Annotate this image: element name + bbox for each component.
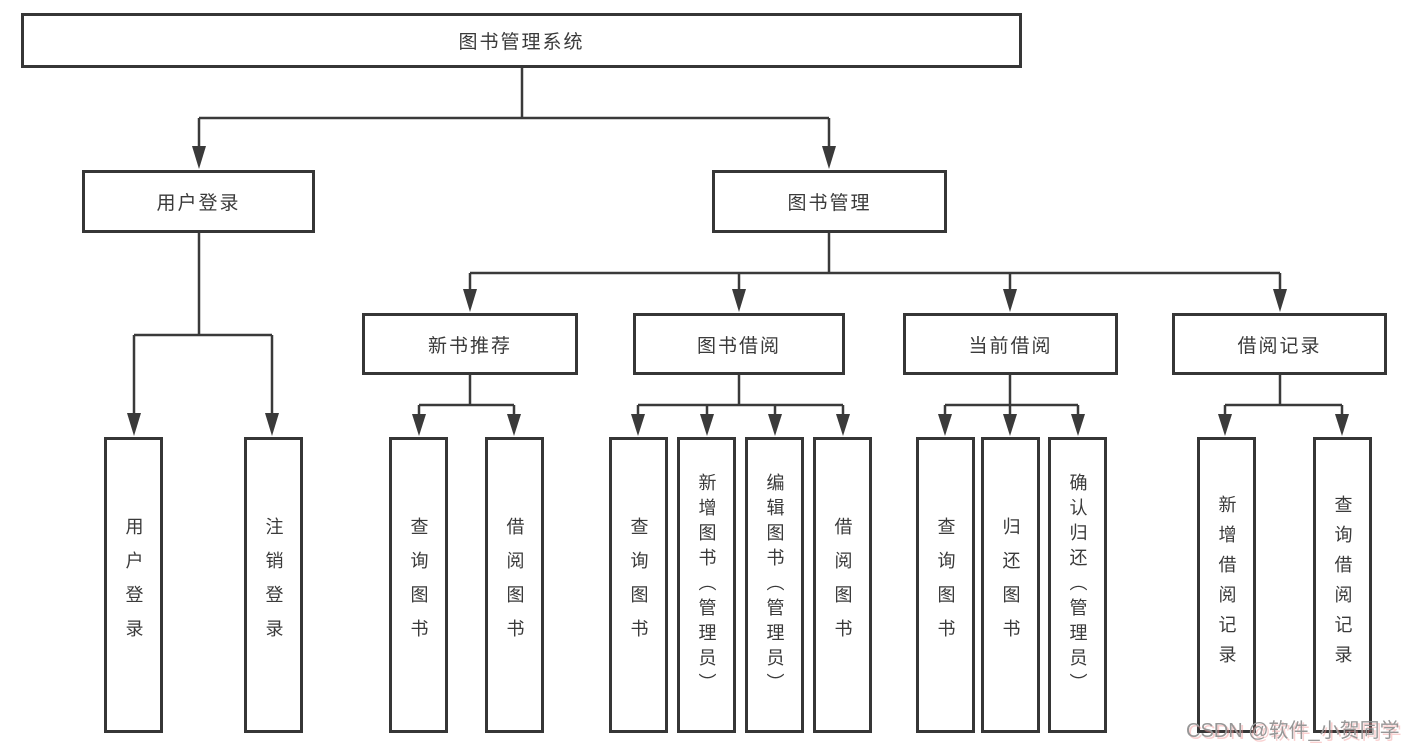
arrow-down-icon (265, 413, 279, 436)
arrow-down-icon (412, 414, 426, 436)
node-borrowing-records: 借阅记录 (1172, 313, 1387, 375)
leaf-newbooks-borrow-books: 借阅图书 (485, 437, 544, 733)
arrow-down-icon (1273, 289, 1287, 312)
leaf-edit-books-admin: 编辑图书（管理员） (745, 437, 804, 733)
csdn-watermark: CSDN @软件_小贺同学 (1186, 720, 1400, 742)
leaf-borrow-borrow-books: 借阅图书 (813, 437, 872, 733)
arrow-down-icon (1003, 414, 1017, 436)
leaf-borrow-query-books: 查询图书 (609, 437, 668, 733)
connector-currentborrow-to-leaves (938, 375, 1085, 436)
leaf-current-query-books: 查询图书 (916, 437, 975, 733)
arrow-down-icon (700, 414, 714, 436)
node-book-borrowing: 图书借阅 (633, 313, 845, 375)
leaf-logout: 注销登录 (244, 437, 303, 733)
node-new-book-recommendation: 新书推荐 (362, 313, 578, 375)
node-library-management-system: 图书管理系统 (21, 13, 1022, 68)
connector-bookborrow-to-leaves (631, 375, 850, 436)
connector-bookmgmt-to-level3 (463, 233, 1287, 312)
arrow-down-icon (1071, 414, 1085, 436)
arrow-down-icon (1335, 414, 1349, 436)
arrow-down-icon (732, 289, 746, 312)
arrow-down-icon (822, 146, 836, 169)
node-book-management: 图书管理 (712, 170, 947, 233)
connector-root-to-level2 (192, 68, 836, 169)
leaf-add-books-admin: 新增图书（管理员） (677, 437, 736, 733)
connector-userlogin-to-leaves (127, 233, 279, 436)
arrow-down-icon (836, 414, 850, 436)
node-current-borrowing: 当前借阅 (903, 313, 1118, 375)
connector-records-to-leaves (1218, 375, 1349, 436)
leaf-confirm-return-admin: 确认归还（管理员） (1048, 437, 1107, 733)
connector-newbooks-to-leaves (412, 375, 521, 436)
arrow-down-icon (1218, 414, 1232, 436)
arrow-down-icon (192, 146, 206, 169)
arrow-down-icon (507, 414, 521, 436)
leaf-add-borrow-record: 新增借阅记录 (1197, 437, 1256, 733)
arrow-down-icon (938, 414, 952, 436)
arrow-down-icon (768, 414, 782, 436)
arrow-down-icon (1003, 289, 1017, 312)
leaf-return-books: 归还图书 (981, 437, 1040, 733)
arrow-down-icon (463, 289, 477, 312)
node-user-login: 用户登录 (82, 170, 315, 233)
leaf-newbooks-query-books: 查询图书 (389, 437, 448, 733)
arrow-down-icon (631, 414, 645, 436)
arrow-down-icon (127, 413, 141, 436)
leaf-query-borrow-record: 查询借阅记录 (1313, 437, 1372, 733)
leaf-user-login: 用户登录 (104, 437, 163, 733)
